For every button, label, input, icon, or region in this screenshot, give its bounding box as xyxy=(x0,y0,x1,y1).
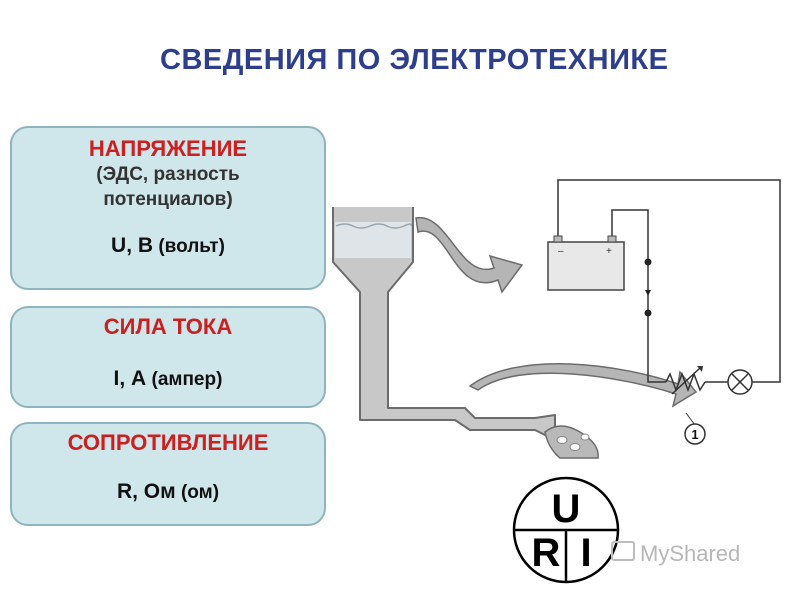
lamp-icon xyxy=(727,369,753,395)
callout-number: 1 xyxy=(691,427,698,442)
junction-dot xyxy=(644,258,652,266)
current-direction-arrow xyxy=(645,290,651,296)
watermark: MyShared xyxy=(611,541,740,566)
voltage-symbol-u: U xyxy=(552,487,581,531)
voltage-unit-symbol: U, В xyxy=(111,234,154,257)
battery-minus-label: – xyxy=(558,246,564,257)
voltage-heading: НАПРЯЖЕНИЕ xyxy=(88,136,248,161)
current-unit: I, А (ампер) xyxy=(12,367,324,391)
pressure-arrow xyxy=(415,217,524,294)
junction-dot xyxy=(644,309,652,317)
current-heading: СИЛА ТОКА xyxy=(103,314,233,339)
page-title: СВЕДЕНИЯ ПО ЭЛЕКТРОТЕХНИКЕ xyxy=(160,44,669,76)
watermark-logo-icon xyxy=(611,541,635,561)
resistance-symbol-r: R xyxy=(532,531,561,575)
variable-resistor-icon xyxy=(665,366,706,395)
resistance-unit: R, Ом (ом) xyxy=(12,480,324,504)
ohms-law-circle: U R I xyxy=(512,476,620,584)
circuit-wires xyxy=(557,179,781,383)
voltage-card: НАПРЯЖЕНИЕ (ЭДС, разность потенциалов) U… xyxy=(10,126,326,290)
current-unit-name: (ампер) xyxy=(151,369,223,390)
water-splash xyxy=(544,425,599,459)
battery-plus-label: + xyxy=(606,246,612,257)
callout-marker: 1 xyxy=(684,412,706,445)
resistance-heading: СОПРОТИВЛЕНИЕ xyxy=(67,430,269,455)
resistance-unit-name: (ом) xyxy=(180,482,220,503)
voltage-unit-name: (вольт) xyxy=(158,236,225,257)
voltage-subtitle-line-1: (ЭДС, разность xyxy=(96,164,240,185)
current-unit-symbol: I, А xyxy=(113,367,147,390)
battery-icon: – + xyxy=(547,235,625,291)
watermark-text: MyShared xyxy=(640,541,740,566)
resistance-unit-symbol: R, Ом xyxy=(116,480,176,503)
current-card: СИЛА ТОКА I, А (ампер) xyxy=(10,306,326,408)
voltage-unit: U, В (вольт) xyxy=(12,234,324,258)
resistance-card: СОПРОТИВЛЕНИЕ R, Ом (ом) xyxy=(10,422,326,526)
current-symbol-i: I xyxy=(580,531,591,575)
voltage-subtitle-line-2: потенциалов) xyxy=(103,189,233,210)
flow-arrow xyxy=(468,363,698,408)
